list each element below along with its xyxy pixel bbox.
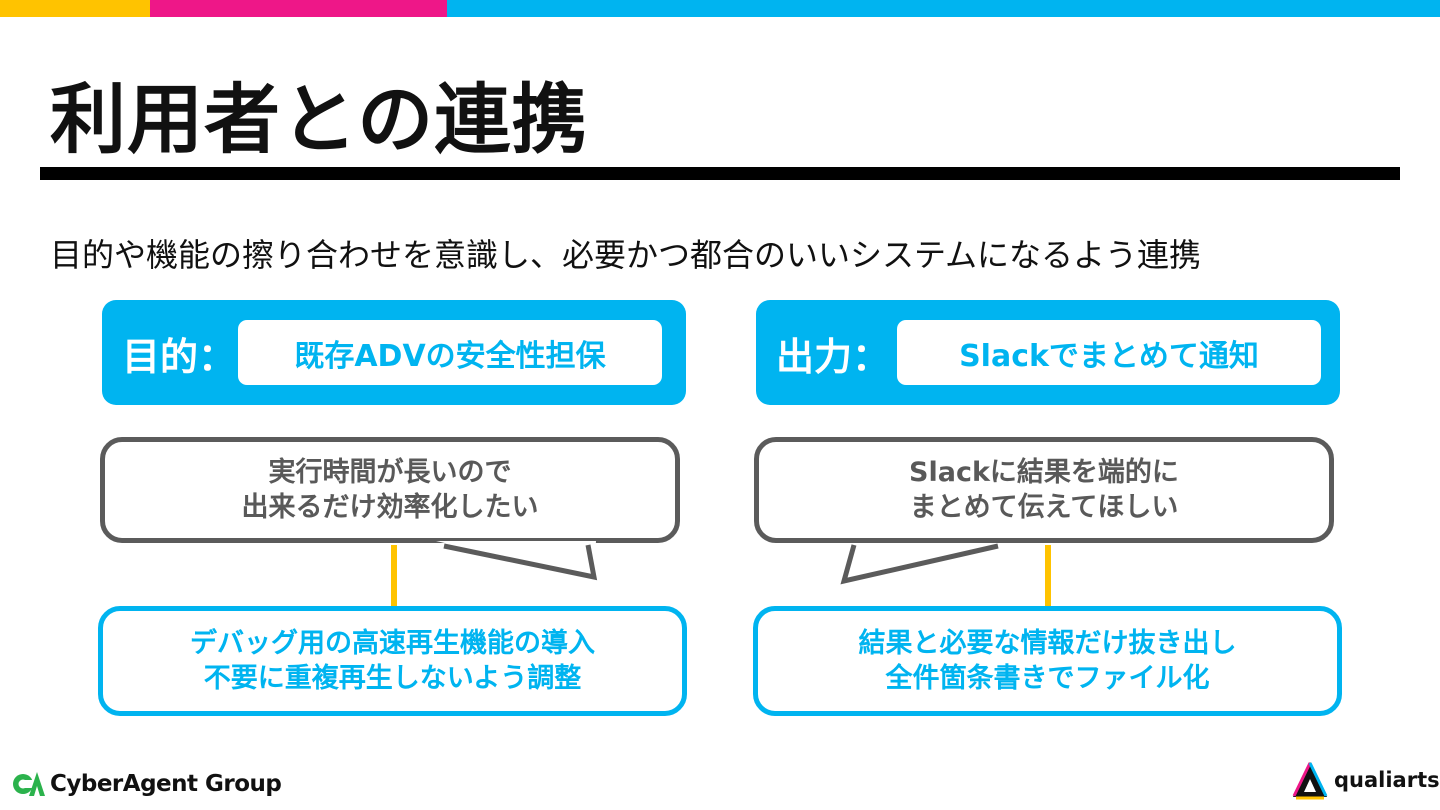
qualiarts-logo-text: qualiarts <box>1334 768 1440 792</box>
right-solution-box: 結果と必要な情報だけ抜き出し 全件箇条書きでファイル化 <box>753 606 1342 716</box>
right-goal-label: 出力： <box>776 335 891 379</box>
cyberagent-mark-icon <box>13 772 45 796</box>
top-bar-pink <box>150 0 447 17</box>
right-request-bubble: Slackに結果を端的に まとめて伝えてほしい <box>754 437 1334 543</box>
slide-title: 利用者との連携 <box>50 75 589 164</box>
left-solution-box: デバッグ用の高速再生機能の導入 不要に重複再生しないよう調整 <box>98 606 687 716</box>
left-bubble-tail <box>436 541 598 581</box>
left-goal-panel: 目的： 既存ADVの安全性担保 <box>102 300 686 405</box>
left-goal-label: 目的： <box>122 335 237 379</box>
right-goal-value: Slackでまとめて通知 <box>959 338 1259 374</box>
left-goal-value: 既存ADVの安全性担保 <box>294 338 606 374</box>
slide-subtitle: 目的や機能の擦り合わせを意識し、必要かつ都合のいいシステムになるよう連携 <box>50 236 1202 274</box>
cyberagent-logo: CyberAgent Group <box>12 768 282 800</box>
left-request-line-1: 実行時間が長いので <box>268 457 512 488</box>
right-goal-box: Slackでまとめて通知 <box>897 320 1321 385</box>
left-solution-line-1: デバッグ用の高速再生機能の導入 <box>190 628 595 659</box>
right-request-line-1: Slackに結果を端的に <box>909 457 1179 488</box>
title-divider <box>40 167 1400 180</box>
left-solution-line-2: 不要に重複再生しないよう調整 <box>203 663 582 694</box>
top-color-bar <box>0 0 1440 17</box>
top-bar-yellow <box>0 0 150 17</box>
right-connector-line <box>1045 545 1051 608</box>
left-goal-box: 既存ADVの安全性担保 <box>238 320 662 385</box>
qualiarts-mark-icon <box>1292 762 1328 800</box>
left-connector-line <box>391 545 397 608</box>
right-goal-panel: 出力： Slackでまとめて通知 <box>756 300 1340 405</box>
right-bubble-tail <box>840 543 999 585</box>
left-request-bubble: 実行時間が長いので 出来るだけ効率化したい <box>100 437 680 543</box>
left-request-line-2: 出来るだけ効率化したい <box>241 492 539 523</box>
qualiarts-logo: qualiarts <box>1290 758 1440 802</box>
right-solution-line-2: 全件箇条書きでファイル化 <box>885 663 1210 694</box>
right-solution-line-1: 結果と必要な情報だけ抜き出し <box>858 628 1237 659</box>
top-bar-blue <box>447 0 1440 17</box>
right-request-line-2: まとめて伝えてほしい <box>909 492 1179 523</box>
cyberagent-logo-text: CyberAgent Group <box>50 771 282 797</box>
